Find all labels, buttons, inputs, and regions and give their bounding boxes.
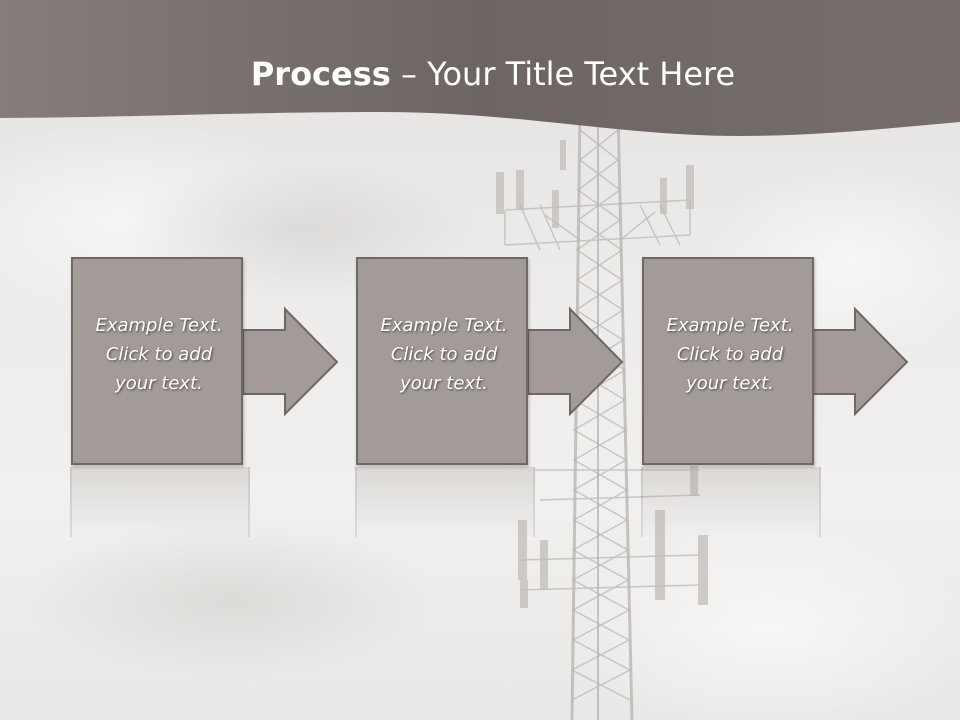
process-step-3-box[interactable]: Example Text. Click to add your text.: [642, 257, 814, 465]
step-1-line-2: Click to add: [105, 344, 213, 365]
step-2-line-1: Example Text.: [380, 315, 508, 336]
slide-title[interactable]: Process – Your Title Text Here: [0, 52, 960, 96]
box-reflection: [70, 467, 250, 537]
step-1-text[interactable]: Example Text. Click to add your text.: [73, 311, 245, 398]
step-2-line-3: your text.: [400, 373, 488, 394]
step-1-line-1: Example Text.: [95, 315, 223, 336]
process-arrow-2: [527, 306, 624, 417]
step-3-line-2: Click to add: [676, 344, 784, 365]
box-reflection: [641, 467, 821, 537]
process-arrow-3: [812, 306, 909, 417]
step-3-line-3: your text.: [686, 373, 774, 394]
step-3-line-1: Example Text.: [666, 315, 794, 336]
step-2-text[interactable]: Example Text. Click to add your text.: [358, 311, 530, 398]
step-2-line-2: Click to add: [390, 344, 498, 365]
header-band: [0, 0, 960, 136]
process-step-2-box[interactable]: Example Text. Click to add your text.: [356, 257, 528, 465]
process-step-1-box[interactable]: Example Text. Click to add your text.: [71, 257, 243, 465]
process-arrow-1: [242, 306, 339, 417]
step-3-text[interactable]: Example Text. Click to add your text.: [644, 311, 816, 398]
cloud-shadow: [20, 520, 440, 680]
title-rest-part: – Your Title Text Here: [390, 55, 736, 93]
cloud-shape: [560, 520, 960, 720]
step-1-line-3: your text.: [115, 373, 203, 394]
box-reflection: [355, 467, 535, 537]
title-bold-part: Process: [250, 55, 391, 93]
